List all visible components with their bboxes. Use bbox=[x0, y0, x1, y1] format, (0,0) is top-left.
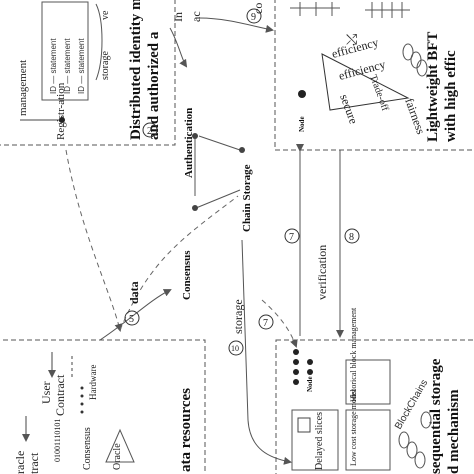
identity-management: management bbox=[17, 60, 29, 116]
num-10: 10 bbox=[231, 344, 239, 353]
hardware-label: Hardware bbox=[88, 365, 98, 400]
binary-label: 01001110101 bbox=[53, 419, 62, 462]
bft-tradeoff: Trade-off bbox=[367, 73, 390, 113]
arrow-ac-label: ac bbox=[189, 11, 203, 22]
hardware-dots bbox=[80, 386, 84, 414]
blockchains-label: BlockChains bbox=[393, 378, 430, 432]
arrow-in bbox=[169, 27, 188, 68]
storage-title-1: sequential storage bbox=[428, 358, 444, 474]
arrow-dashed-mid bbox=[119, 195, 239, 331]
shuffle-icon: ⤭ bbox=[346, 31, 357, 47]
consensus-small-label: Consensus bbox=[82, 427, 93, 470]
center-chain-storage: Chain Storage bbox=[241, 164, 253, 232]
identity-ve: ve bbox=[100, 10, 111, 20]
circle-9 bbox=[246, 8, 262, 24]
arrow-verification-label: verification bbox=[315, 245, 329, 300]
identity-number-circle bbox=[142, 122, 158, 138]
identity-number: 2 bbox=[147, 126, 152, 137]
oracle-label: Oracle bbox=[112, 443, 123, 470]
identity-title-1: Distributed identity m bbox=[128, 0, 144, 140]
arrow-dashed-left bbox=[65, 149, 123, 332]
low-cost-box bbox=[345, 409, 391, 471]
bft-panel: Lightweight BFT with high effic ⤭ effici… bbox=[274, 0, 474, 151]
arrow-storage-label: storage bbox=[231, 299, 245, 334]
arrow-storage bbox=[241, 239, 292, 465]
storage-brace bbox=[95, 3, 103, 81]
bft-title-1: Lightweight BFT bbox=[425, 32, 441, 142]
identity-registration: Registr-ation bbox=[55, 82, 67, 140]
circle-8 bbox=[344, 228, 360, 244]
tract-label: tract bbox=[27, 452, 41, 474]
link-auth-chain bbox=[198, 135, 241, 151]
consensus-node bbox=[192, 205, 198, 211]
low-cost-label: Low cost storage model bbox=[349, 389, 358, 466]
identity-title-2: and authorized a bbox=[146, 31, 162, 140]
slices-icon bbox=[297, 417, 311, 433]
storage-node-label: Node bbox=[306, 376, 314, 392]
arrows: In ac co 9 data 5 storage 10 7 verificat… bbox=[65, 3, 360, 465]
id-list-box bbox=[41, 1, 89, 101]
num-9: 9 bbox=[251, 12, 256, 23]
data-resources-panel: ata resources User Contract Hardware 010… bbox=[0, 339, 206, 474]
arrow-data-label: data bbox=[127, 281, 141, 304]
bft-secure: secure bbox=[337, 92, 361, 126]
racle-label: racle bbox=[13, 451, 27, 474]
historical-label: Historical block management bbox=[349, 307, 358, 402]
auth-node bbox=[192, 133, 198, 139]
historical-box bbox=[345, 359, 391, 405]
bft-title-2: with high effic bbox=[443, 50, 459, 142]
num-7a: 7 bbox=[263, 318, 268, 329]
center-authentication: Authentication bbox=[183, 108, 195, 178]
circle-7b bbox=[284, 228, 300, 244]
arrow-data bbox=[99, 289, 172, 341]
bft-node-dot bbox=[298, 90, 306, 98]
oracle-triangle bbox=[105, 428, 135, 463]
id-statement-1: ID — statement bbox=[49, 38, 58, 94]
identity-storage: storage bbox=[100, 51, 111, 80]
id-statement-3: ID — statement bbox=[77, 38, 86, 94]
tradeoff-triangle bbox=[321, 53, 410, 111]
circle-10 bbox=[228, 340, 244, 356]
bft-grid-marks bbox=[290, 2, 410, 18]
circle-5 bbox=[124, 310, 140, 326]
link-consensus-chain bbox=[195, 189, 241, 209]
num-5: 5 bbox=[129, 314, 134, 325]
storage-node-dots bbox=[293, 349, 313, 385]
blockchain-link-icon bbox=[398, 411, 432, 469]
storage-panel: sequential storage d mechanism Node Dela… bbox=[275, 307, 474, 474]
delayed-slices-label: Delayed slices bbox=[314, 412, 325, 470]
delayed-slices-box bbox=[291, 409, 339, 471]
id-statement-2: ID — statement bbox=[63, 38, 72, 94]
arrow-dashed-right bbox=[261, 299, 298, 348]
chain-node bbox=[239, 147, 245, 153]
user-label: User bbox=[39, 381, 53, 404]
center-nodes: Authentication Consensus Chain Storage bbox=[181, 108, 253, 300]
arrow-co-label: co bbox=[251, 3, 265, 14]
arrow-co bbox=[199, 17, 274, 33]
data-resources-title: ata resources bbox=[178, 388, 194, 472]
arrow-in-label: In bbox=[171, 12, 185, 22]
storage-title-2: d mechanism bbox=[446, 389, 462, 474]
contract-right-label: Contract bbox=[53, 374, 67, 416]
center-consensus: Consensus bbox=[181, 250, 193, 300]
bft-node-label: Node bbox=[298, 116, 306, 132]
identity-panel: Distributed identity m and authorized a … bbox=[0, 0, 176, 146]
num-7b: 7 bbox=[289, 232, 294, 243]
bft-chain-icon bbox=[402, 43, 428, 77]
num-8: 8 bbox=[349, 232, 354, 243]
circle-7a bbox=[258, 314, 274, 330]
registration-dot bbox=[59, 117, 65, 123]
